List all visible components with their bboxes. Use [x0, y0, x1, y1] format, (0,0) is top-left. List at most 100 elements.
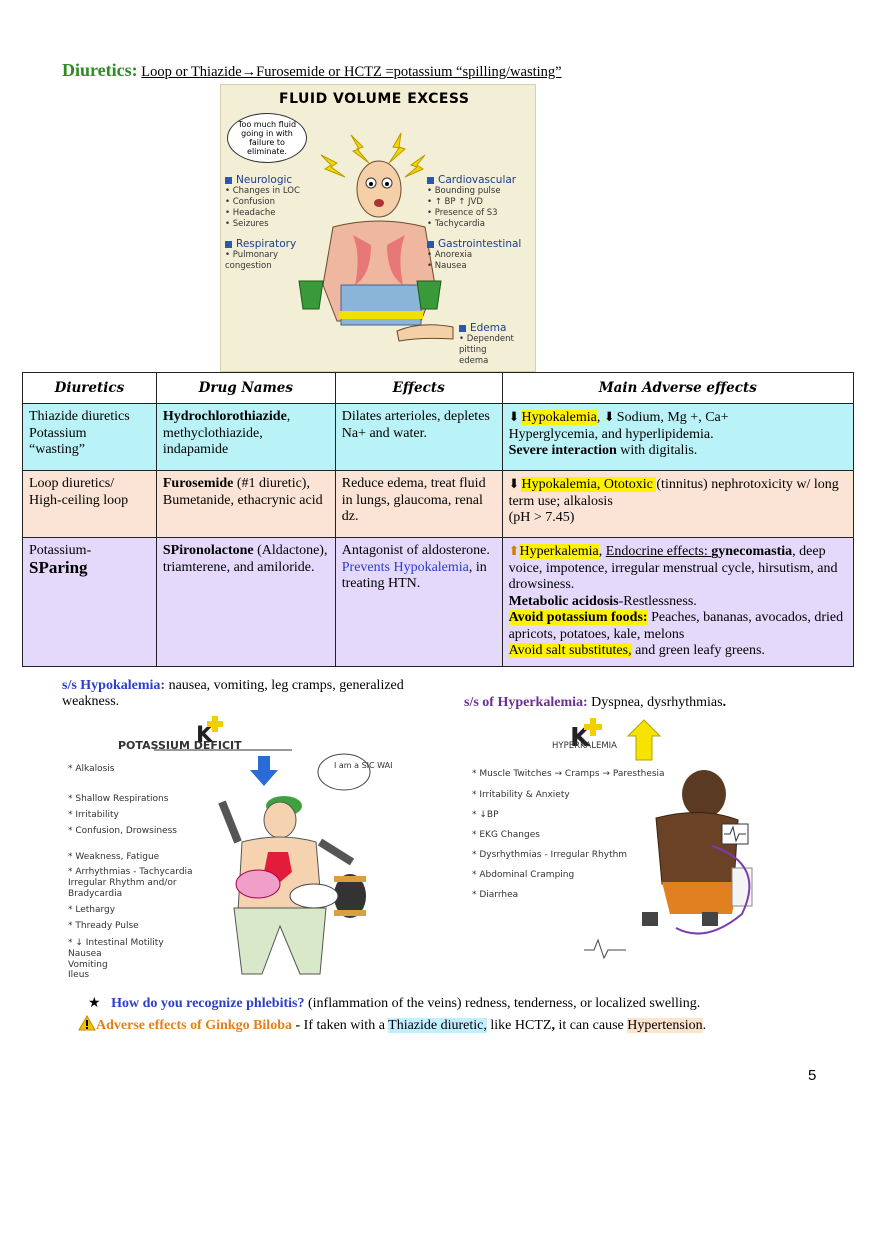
phlebitis-question: How do you recognize phlebitis? — [111, 996, 305, 1011]
hypokalemia-symptoms: s/s Hypokalemia: nausea, vomiting, leg c… — [62, 678, 422, 710]
ginkgo-note: Adverse effects of Ginkgo Biloba - If ta… — [78, 1014, 707, 1034]
drug-others: , methyclothiazide, indapamide — [162, 409, 291, 457]
title-diuretics: Diuretics: — [62, 60, 138, 80]
adverse-text: , — [596, 410, 604, 425]
adverse-text: Sodium, Mg +, Ca+ — [616, 410, 729, 425]
diuretics-table: Diuretics Drug Names Effects Main Advers… — [22, 372, 855, 667]
potassium-deficit-figure: K I am a SIC WALT. — [154, 716, 392, 975]
hyperkalemia-period: . — [722, 695, 727, 710]
ginkgo-text: it can cause — [554, 1018, 628, 1033]
hypokalemia-text: nausea, vomiting, leg cramps, generalize… — [62, 678, 404, 709]
page-number: 5 — [808, 1067, 817, 1084]
down-arrow-icon — [509, 410, 522, 425]
table-row-loop: Loop diuretics/ High-ceiling loop Furose… — [22, 470, 855, 538]
cardiovascular-item: • Presence of S3 — [427, 208, 498, 218]
potassium-deficit-illustration: K I am a SIC WALT. POTASSIUM DEFICIT * A… — [62, 712, 392, 980]
gastrointestinal-heading: Gastrointestinal — [427, 239, 521, 250]
deficit-item: * Weakness, Fatigue — [68, 852, 160, 862]
table-row-potassium-sparing: Potassium- SParing SPironolactone (Aldac… — [22, 537, 855, 667]
cell-class: Thiazide diuretics Potassium “wasting” — [22, 403, 157, 471]
ginkgo-thiazide: Thiazide diuretic, — [388, 1018, 487, 1033]
hyperkalemia-item: * Muscle Twitches → Cramps → Paresthesia — [472, 769, 665, 779]
neurologic-item: • Confusion — [225, 197, 275, 207]
ginkgo-text: . — [702, 1018, 707, 1033]
deficit-item: Irregular Rhythm and/or — [68, 878, 177, 888]
ginkgo-dash: - — [291, 1018, 304, 1033]
neurologic-item: • Seizures — [225, 219, 269, 229]
hyperkalemia-figure: K — [570, 718, 753, 960]
effects-text: , in treating HTN. — [341, 559, 487, 592]
ginkgo-comma: , — [551, 1018, 555, 1033]
adverse-highlight: Hyperkalemia — [519, 544, 599, 559]
up-arrow-icon: ⬆ — [508, 543, 520, 558]
adverse-bold: gynecomastia — [711, 544, 793, 559]
cell-adverse: ⬆Hyperkalemia, Endocrine effects: gyneco… — [501, 537, 855, 667]
deficit-item: Ileus — [68, 970, 90, 980]
class-line: “wasting” — [29, 442, 85, 457]
warning-icon — [78, 1014, 96, 1031]
page-title: Diuretics: Loop or Thiazide→Furosemide o… — [62, 60, 562, 81]
header-drug-names: Drug Names — [155, 372, 336, 404]
hyperkalemia-item: * Diarrhea — [472, 890, 519, 900]
deficit-item: * Lethargy — [68, 905, 116, 915]
adverse-highlight: Avoid salt substitutes, — [508, 643, 632, 658]
adverse-text: with digitalis. — [616, 443, 698, 458]
poster-figure — [298, 132, 454, 342]
edema-item: edema — [459, 356, 489, 366]
cell-effects: Dilates arterioles, depletes Na+ and wat… — [334, 403, 503, 471]
neurologic-item: • Headache — [225, 208, 276, 218]
deficit-item: Vomiting — [68, 960, 108, 970]
drug-primary: Furosemide — [162, 476, 234, 491]
adverse-highlight: Hypokalemia, Ototoxic — [521, 477, 657, 492]
cell-drugs: Hydrochlorothiazide, methyclothiazide, i… — [155, 403, 336, 471]
adverse-text: Hyperglycemia, and hyperlipidemia. — [508, 426, 714, 442]
phlebitis-note: ★ How do you recognize phlebitis? (infla… — [88, 995, 700, 1012]
class-line: Potassium — [29, 425, 87, 441]
hyperkalemia-illustration: K HYPERKALEMIA * Muscle Twitches → Cramp… — [466, 714, 778, 972]
effects-text: Antagonist of aldosterone. — [341, 543, 490, 558]
deficit-item: * ↓ Intestinal Motility — [68, 938, 164, 948]
hyperkalemia-text: Dyspnea, dysrhythmias — [587, 695, 723, 710]
svg-text:K: K — [570, 723, 591, 753]
deficit-item: * Alkalosis — [68, 764, 115, 774]
ginkgo-hypertension: Hypertension — [627, 1018, 703, 1033]
poster-gastrointestinal: Gastrointestinal • Anorexia • Nausea — [427, 239, 521, 272]
cardiovascular-item: • Tachycardia — [427, 219, 485, 229]
star-icon: ★ — [88, 996, 101, 1011]
adverse-highlight: Hypokalemia — [521, 410, 597, 425]
cell-adverse: Hypokalemia, Ototoxic (tinnitus) nephrot… — [501, 470, 855, 538]
cell-class: Potassium- SParing — [22, 537, 157, 667]
hyperkalemia-item: * EKG Changes — [472, 830, 540, 840]
edema-item: • Dependent — [459, 334, 514, 344]
drug-primary: SPironolactone — [162, 543, 254, 558]
drug-primary: Hydrochlorothiazide — [162, 409, 287, 424]
potassium-deficit-title: POTASSIUM DEFICIT — [118, 739, 242, 752]
hyperkalemia-title: HYPERKALEMIA — [552, 741, 617, 751]
cardiovascular-heading: Cardiovascular — [427, 175, 516, 186]
poster-neurologic: Neurologic • Changes in LOC • Confusion … — [225, 175, 300, 230]
hyperkalemia-item: * Dysrhythmias - Irregular Rhythm — [472, 850, 628, 860]
gastrointestinal-item: • Anorexia — [427, 250, 473, 260]
title-subtitle: Loop or Thiazide→Furosemide or HCTZ =pot… — [141, 64, 562, 80]
gastrointestinal-item: • Nausea — [427, 261, 467, 271]
hyperkalemia-label: s/s of Hyperkalemia: — [464, 695, 588, 710]
poster-title: FLUID VOLUME EXCESS — [279, 91, 470, 107]
deficit-item: * Irritability — [68, 810, 119, 820]
header-adverse-effects: Main Adverse effects — [501, 372, 855, 404]
edema-heading: Edema — [459, 323, 514, 334]
table-row-thiazide: Thiazide diuretics Potassium “wasting” H… — [22, 403, 855, 471]
drug-others: (#1 diuretic), Bumetanide, ethacrynic ac… — [162, 476, 323, 508]
svg-text:K: K — [196, 723, 214, 748]
poster-note: Too much fluid going in with failure to … — [227, 113, 307, 163]
adverse-text: Peaches, bananas, avocados, dried aprico… — [508, 610, 844, 642]
adverse-bold: Severe interaction — [508, 443, 617, 458]
deficit-item: Bradycardia — [68, 889, 123, 899]
ginkgo-label: Adverse effects of Ginkgo Biloba — [96, 1018, 292, 1033]
class-line: Potassium- — [29, 543, 92, 558]
neurologic-item: • Changes in LOC — [225, 186, 300, 196]
cardiovascular-item: • ↑ BP ↑ JVD — [427, 197, 483, 207]
cell-class: Loop diuretics/ High-ceiling loop — [22, 470, 157, 538]
hypokalemia-label: s/s Hypokalemia: — [62, 678, 166, 693]
poster-cardiovascular: Cardiovascular • Bounding pulse • ↑ BP ↑… — [427, 175, 516, 230]
